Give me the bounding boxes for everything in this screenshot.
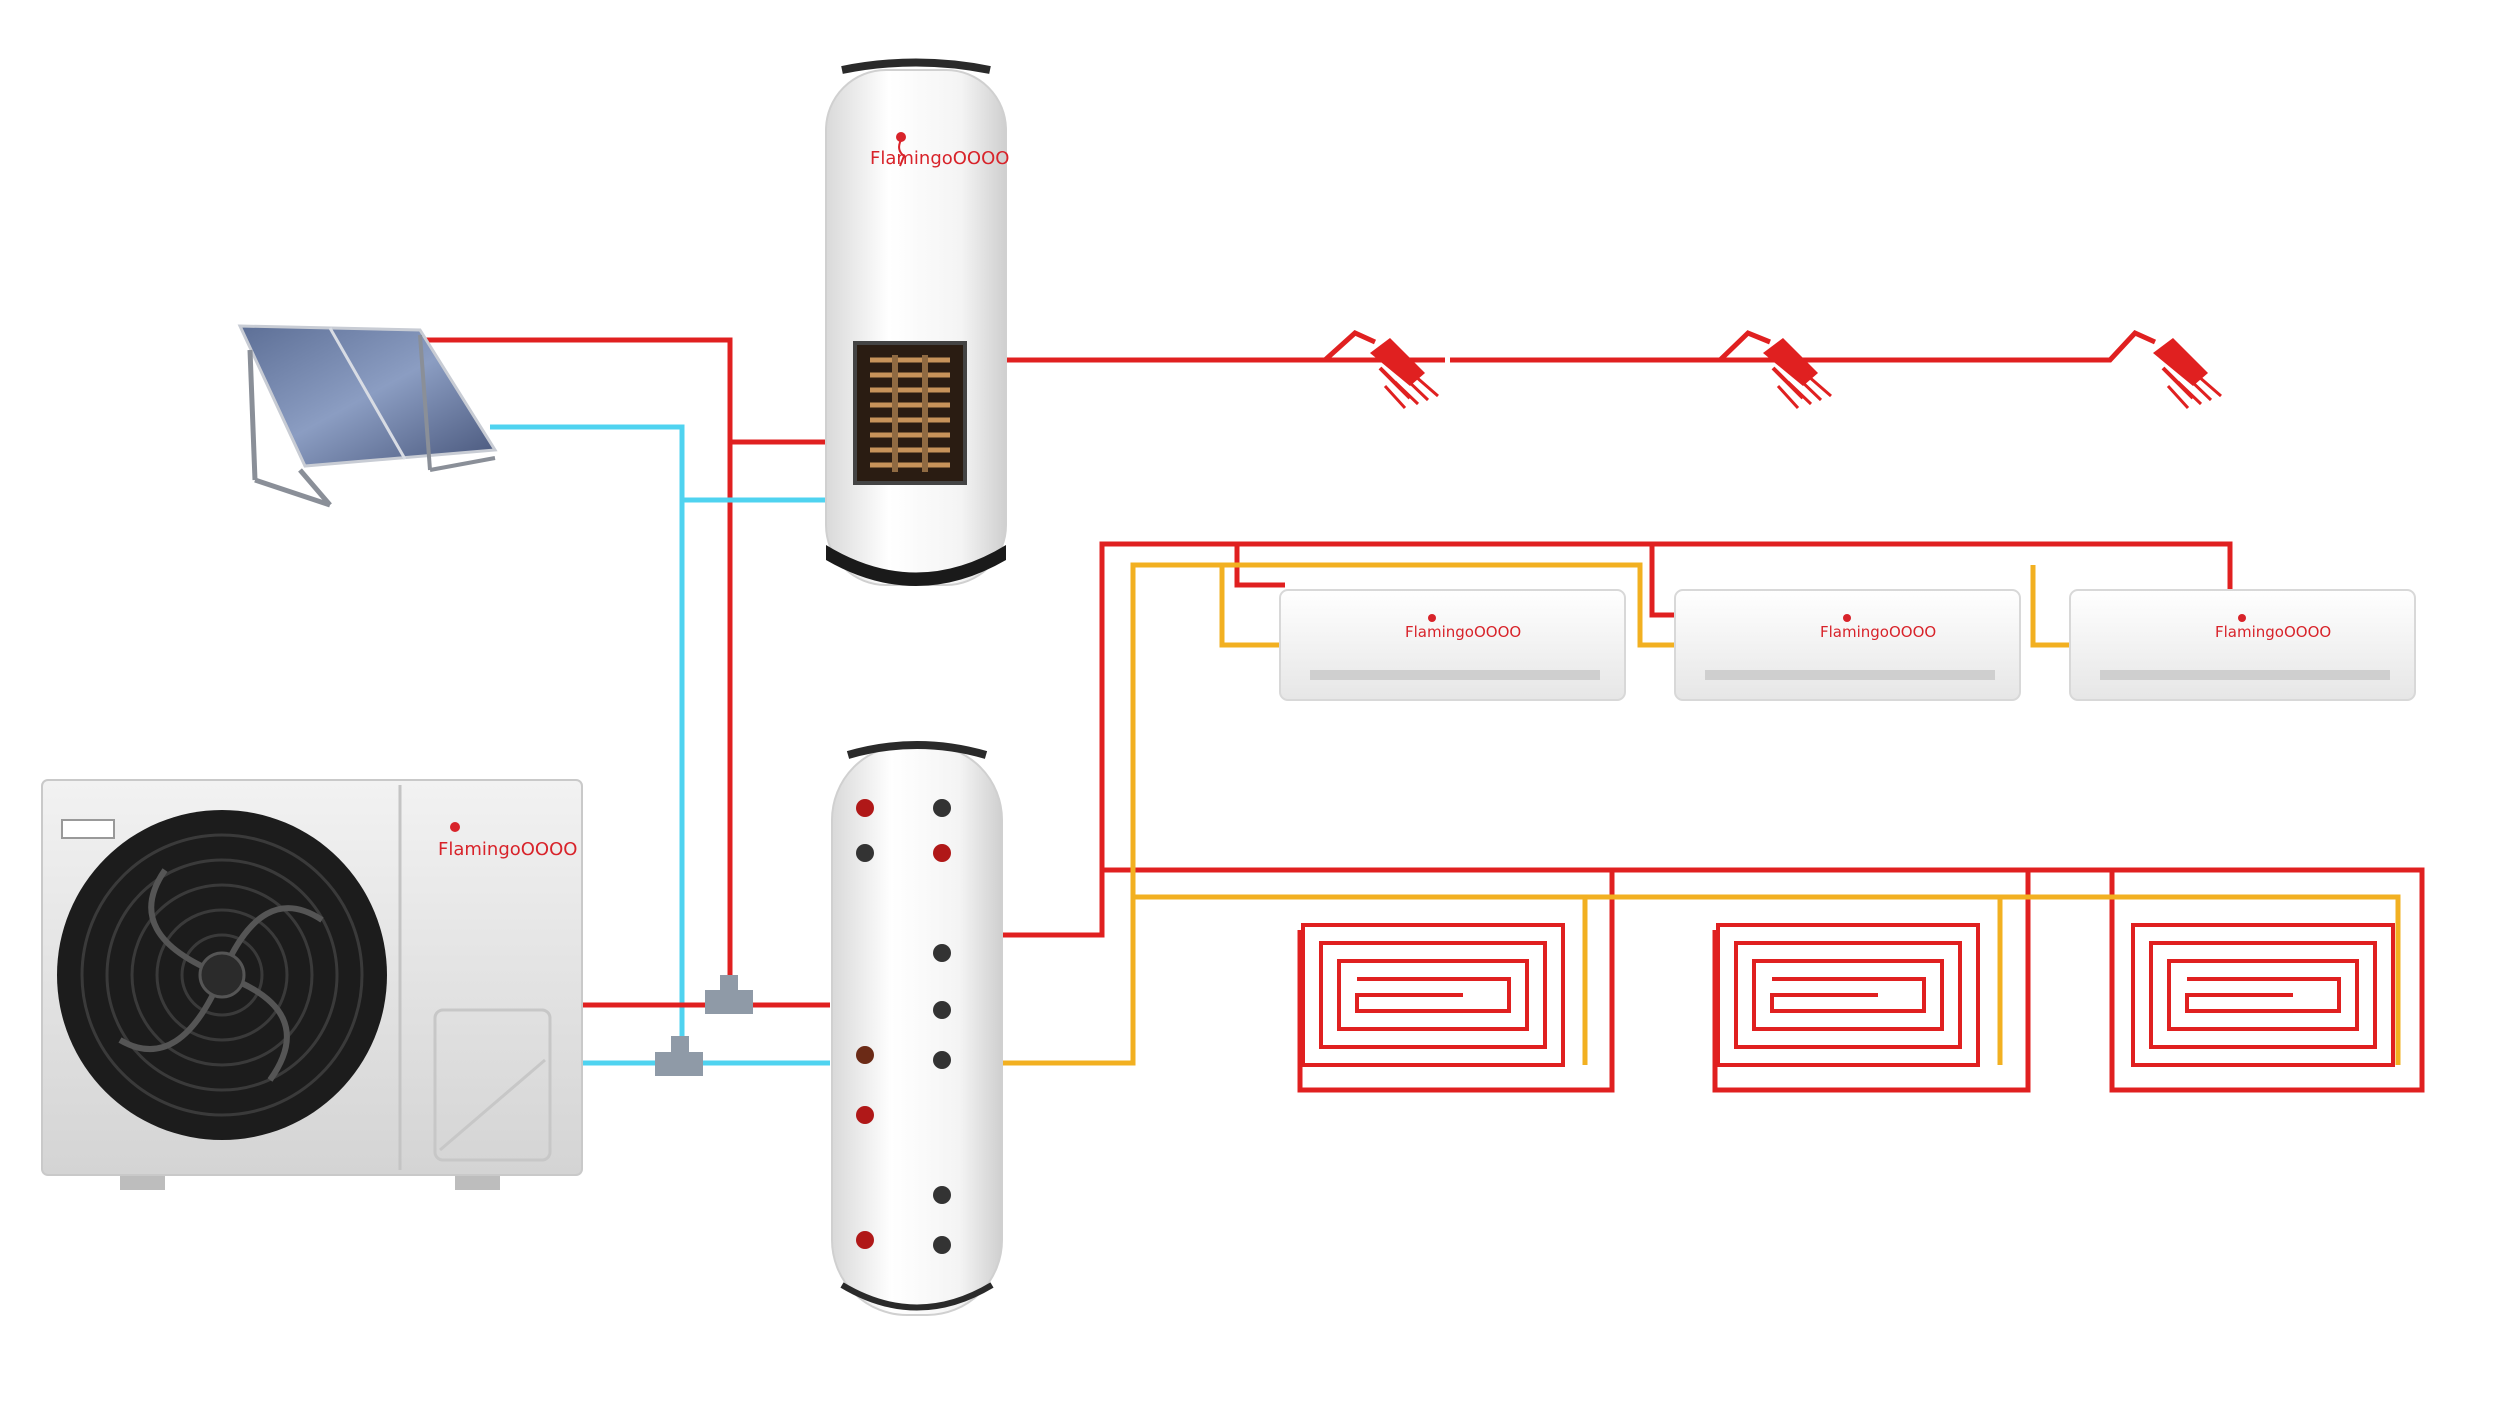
pipe-tee-connectors [655,975,753,1076]
floor-heating-icon [1301,923,1565,1067]
dhw-coil-window [853,341,967,485]
shower-icon [2153,338,2222,410]
solar-panel-icon [237,324,498,508]
wall-air-conditioners: FlamingoOOOO FlamingoOOOO FlamingoOOOO [1279,589,2416,701]
ac-supply-branch-2 [1649,544,1680,618]
tee-connector-hot [705,990,753,1014]
heat-pump-icon: FlamingoOOOO [41,779,583,1190]
tee-connector-hot-stem [720,975,738,993]
heating-coil-icon [870,355,950,472]
dhw-tank-base [826,545,1006,586]
domestic-hot-water-tank: FlamingoOOOO [825,58,1009,586]
ac-supply-branch-1 [1234,544,1285,588]
ac-return-branch-2 [2030,565,2083,648]
pipe-network [425,329,2425,1093]
air-conditioner-icon: FlamingoOOOO [1279,589,1626,701]
floor-supply-branch-1 [1297,870,1615,1093]
solar-hot-pipe [425,337,733,1000]
buffer-tank-icon [831,741,1003,1316]
shower-heads [1370,338,2222,410]
heat-pump-brand: FlamingoOOOO [438,839,577,860]
buffer-return-pipe [1003,562,1675,1066]
air-conditioner-icon: FlamingoOOOO [1674,589,2021,701]
tee-connector-cold [655,1052,703,1076]
air-conditioner-icon: FlamingoOOOO [2069,589,2416,701]
floor-return-main [1133,894,2401,1065]
solar-cold-pipe [490,424,685,1068]
ac-brand-1: FlamingoOOOO [1405,623,1521,641]
ac-brand-2: FlamingoOOOO [1820,623,1936,641]
floor-supply-branch-2 [1712,870,2031,1093]
shower-icon [1763,338,1832,410]
tee-connector-cold-stem [671,1036,689,1054]
shower-icon [1370,338,1439,410]
ac-brand-3: FlamingoOOOO [2215,623,2331,641]
floor-heating-loops [1301,923,2395,1067]
floor-heating-icon [2131,923,2395,1067]
dhw-tank-brand: FlamingoOOOO [870,148,1009,169]
floor-supply-main [1102,867,2425,1093]
domestic-hot-water-pipe [1005,329,2157,363]
floor-heating-icon [1716,923,1980,1067]
buffer-tank-ports [856,799,951,1254]
buffer-tank-body [831,744,1003,1316]
flamingo-icon [896,132,906,167]
ac-return-branch-1 [1219,565,1285,648]
